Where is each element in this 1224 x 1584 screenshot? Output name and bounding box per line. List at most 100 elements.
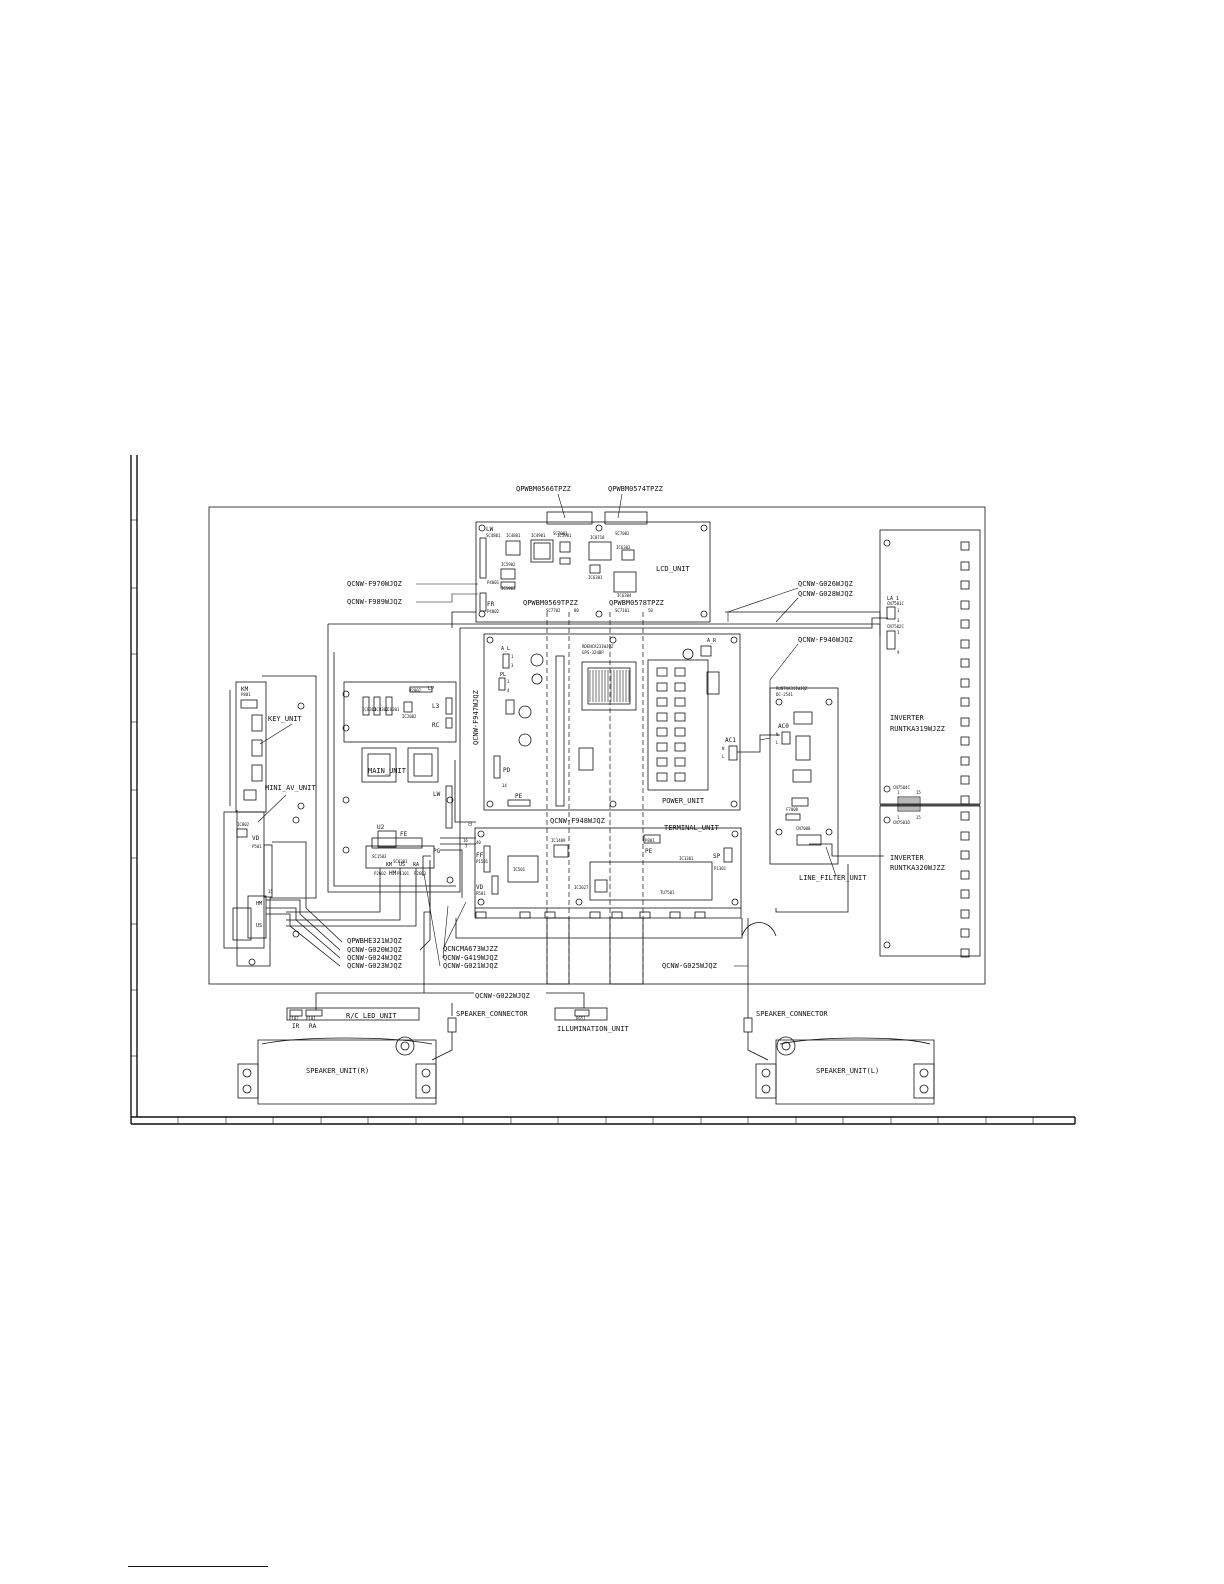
- svg-text:P1101: P1101: [397, 871, 410, 876]
- main-unit: LP P2802 IC2002 IC8303 IC8302 IC8301 L3 …: [327, 624, 461, 893]
- svg-text:1: 1: [897, 630, 900, 635]
- svg-text:CN7501C: CN7501C: [887, 601, 904, 606]
- svg-text:3: 3: [897, 618, 900, 623]
- svg-text:IC6304: IC6304: [617, 593, 632, 598]
- svg-text:P651: P651: [576, 1016, 586, 1021]
- rc-led-unit: P102 P101 IR RA R/C_LED_UNIT: [286, 1007, 420, 1030]
- svg-text:DC-2541: DC-2541: [776, 692, 793, 697]
- label-speaker-connector-r: SPEAKER_CONNECTOR: [456, 1010, 528, 1018]
- svg-text:P102: P102: [289, 1016, 299, 1021]
- svg-text:POWER_UNIT: POWER_UNIT: [662, 797, 705, 805]
- svg-text:80: 80: [574, 608, 579, 613]
- power-unit: A_L 1 3 PL 1 4 RDENCA231WJQZ GPS-324BP P…: [483, 633, 741, 811]
- svg-text:1: 1: [507, 679, 510, 684]
- svg-text:14: 14: [502, 783, 507, 788]
- svg-text:PE: PE: [515, 793, 523, 800]
- svg-text:IC8301: IC8301: [385, 707, 400, 712]
- label-qcnw-g022: QCNW-G022WJQZ: [475, 992, 530, 1000]
- frame-ruler: [130, 455, 1076, 1125]
- svg-text:TU7501: TU7501: [660, 890, 675, 895]
- label-qcnw-f970: QCNW-F970WJQZ: [347, 580, 402, 588]
- svg-text:IR: IR: [292, 1023, 300, 1030]
- label-qcnw-g028: QCNW-G028WJQZ: [798, 590, 853, 598]
- tv-enclosure: [208, 506, 986, 985]
- label-qpwbhe321: QPWBHE321WJQZ: [347, 937, 402, 945]
- svg-text:15: 15: [916, 815, 921, 820]
- svg-text:P1501: P1501: [476, 859, 489, 864]
- svg-text:US: US: [399, 862, 405, 868]
- svg-text:IC8710: IC8710: [590, 535, 605, 540]
- svg-text:SC4801: SC4801: [486, 533, 501, 538]
- svg-text:SC7001: SC7001: [553, 531, 568, 536]
- svg-text:SC7101: SC7101: [615, 608, 630, 613]
- svg-text:KM: KM: [241, 686, 249, 693]
- svg-text:LW: LW: [486, 526, 494, 533]
- svg-text:50: 50: [648, 608, 653, 613]
- label-qpwbm0569: QPWBM0569TPZZ: [523, 599, 578, 607]
- svg-text:IC6302: IC6302: [616, 545, 631, 550]
- label-qcnw-g419: QCNW-G419WJQZ: [443, 954, 498, 962]
- label-qcnw-f989: QCNW-F989WJQZ: [347, 598, 402, 606]
- svg-text:ILLUMINATION_UNIT: ILLUMINATION_UNIT: [557, 1025, 629, 1033]
- line-filter-unit: RUNTKA311WJQZ DC-2541 AC0 N L F7000 CN70…: [769, 686, 867, 882]
- svg-text:4: 4: [507, 688, 510, 693]
- svg-text:IC2002: IC2002: [402, 714, 417, 719]
- svg-text:IC4901: IC4901: [531, 533, 546, 538]
- svg-text:IC1409: IC1409: [551, 838, 566, 843]
- svg-text:RA: RA: [309, 1023, 317, 1030]
- svg-text:RUNTKA320WJZZ: RUNTKA320WJZZ: [890, 864, 945, 872]
- speaker-unit-r: SPEAKER_UNIT(R): [237, 1036, 437, 1105]
- svg-text:LW: LW: [433, 791, 441, 798]
- inverter-unit-1: LA_1 CN7501C 1 3 CN7502C 1 9 INVERTER RU…: [879, 529, 981, 805]
- key-unit: KM P801 KEY_UNIT: [229, 681, 303, 813]
- svg-text:PE: PE: [645, 848, 653, 855]
- svg-text:40: 40: [476, 840, 481, 845]
- label-qcnw-g026: QCNW-G026WJQZ: [798, 580, 853, 588]
- svg-text:1: 1: [511, 654, 514, 659]
- svg-text:AC0: AC0: [778, 723, 789, 730]
- label-qcnw-g020: QCNW-G020WJQZ: [347, 946, 402, 954]
- svg-text:US: US: [256, 923, 262, 929]
- label-qcncma673: QCNCMA673WJZZ: [443, 945, 498, 953]
- svg-text:FF: FF: [476, 852, 484, 859]
- terminal-unit: TERMINAL_UNIT QCNW-F948WJQZ IC1409 FF P1…: [474, 817, 742, 919]
- svg-text:SC7702: SC7702: [546, 608, 561, 613]
- svg-text:15: 15: [916, 790, 921, 795]
- svg-text:U2: U2: [377, 824, 385, 831]
- svg-text:CN7502C: CN7502C: [887, 624, 904, 629]
- svg-text:HM: HM: [389, 870, 397, 877]
- svg-text:MAIN_UNIT: MAIN_UNIT: [368, 767, 407, 775]
- svg-text:IC8303: IC8303: [362, 707, 377, 712]
- svg-text:VD: VD: [476, 884, 484, 891]
- svg-text:15: 15: [268, 889, 273, 894]
- svg-text:INVERTER: INVERTER: [890, 854, 925, 862]
- svg-text:16: 16: [463, 838, 468, 843]
- svg-text:N: N: [722, 746, 725, 751]
- svg-text:INVERTER: INVERTER: [890, 714, 925, 722]
- svg-text:LP: LP: [428, 686, 434, 692]
- svg-text:GPS-324BP: GPS-324BP: [582, 650, 604, 655]
- label-qcnw-g025: QCNW-G025WJQZ: [662, 962, 717, 970]
- svg-text:LA_1: LA_1: [887, 596, 899, 602]
- svg-text:IC5903: IC5903: [501, 586, 516, 591]
- svg-text:SC1503: SC1503: [372, 854, 387, 859]
- svg-text:RA: RA: [413, 862, 419, 868]
- label-qcnw-f946: QCNW-F946WJQZ: [798, 636, 853, 644]
- svg-text:P2802: P2802: [409, 688, 422, 693]
- svg-text:VD: VD: [252, 835, 260, 842]
- svg-text:CN7501D: CN7501D: [893, 820, 910, 825]
- svg-text:AC1: AC1: [725, 737, 736, 744]
- svg-text:RC: RC: [432, 722, 440, 729]
- svg-text:1: 1: [897, 790, 900, 795]
- svg-text:P1301: P1301: [714, 866, 727, 871]
- lcd-unit: SC7001 SC7002 IC8710 IC6302 IC6304 IC630…: [475, 511, 711, 623]
- svg-text:IC4801: IC4801: [506, 533, 521, 538]
- svg-text:IC2027: IC2027: [574, 885, 589, 890]
- svg-text:SC7002: SC7002: [615, 531, 630, 536]
- svg-text:IC1301: IC1301: [679, 856, 694, 861]
- svg-text:QCNW-F948WJQZ: QCNW-F948WJQZ: [550, 817, 605, 825]
- svg-text:IC5901: IC5901: [557, 533, 572, 538]
- illumination-unit: P651 ILLUMINATION_UNIT: [554, 1007, 629, 1033]
- svg-text:SPEAKER_UNIT(L): SPEAKER_UNIT(L): [816, 1067, 879, 1075]
- svg-text:P4802: P4802: [487, 609, 500, 614]
